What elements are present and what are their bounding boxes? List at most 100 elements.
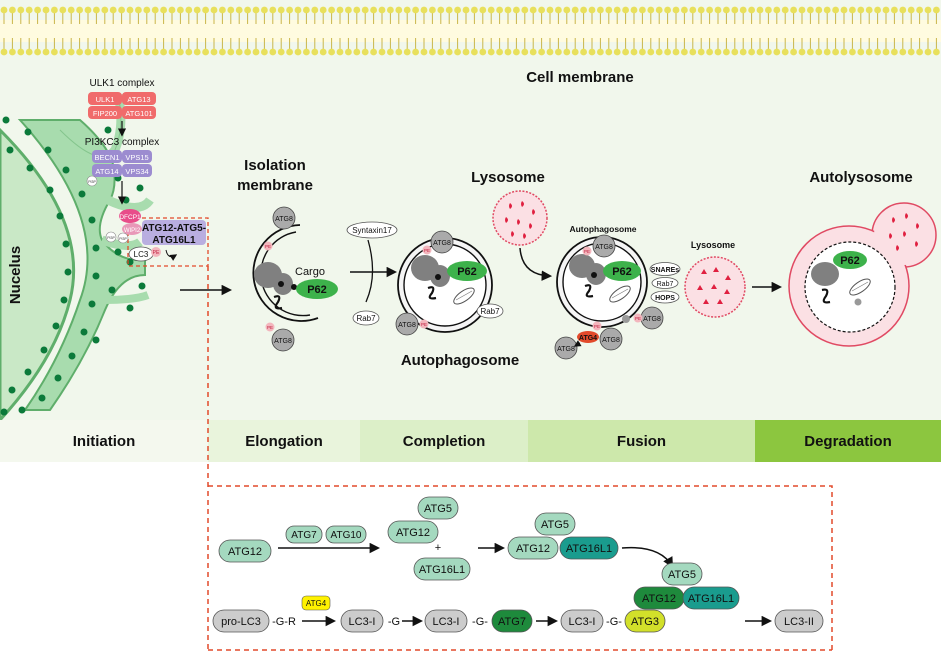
nucleus-label: Nucelus (7, 246, 24, 304)
conj-atg12-3: ATG12 (516, 543, 550, 555)
pi3kc3-complex: BECN1 VPS15 ATG14 VPS34 PI3P (86, 150, 152, 187)
conj-lc3-i-1: LC3-I (349, 616, 376, 628)
pi3p-label-2: PI3P (107, 236, 115, 240)
conj-g-dash-2: -G- (606, 616, 622, 628)
lysosome-enzyme-mark (523, 233, 526, 239)
stage-degradation (755, 420, 941, 462)
stage-initiation (0, 420, 208, 462)
nuclear-pore-dot (138, 282, 146, 290)
nuclear-pore-dot (114, 248, 122, 256)
lysosome-enzyme-mark (517, 219, 520, 225)
syntaxin17-label: Syntaxin17 (352, 226, 392, 235)
pe-lipid-2: PE (265, 244, 271, 249)
isolation-membrane-label-line2: membrane (237, 177, 313, 194)
conj-lc3-i-2: LC3-I (433, 616, 460, 628)
pe-lipid-7: PE (635, 316, 641, 321)
lysosome-label: Lysosome (471, 169, 545, 186)
nuclear-pore-dot (78, 190, 86, 198)
nuclear-pore-dot (38, 394, 46, 402)
atg13-protein: ATG13 (127, 95, 150, 104)
syntaxin-rab7-bracket (365, 239, 374, 303)
nuclear-pore-dot (92, 336, 100, 344)
becn1-protein: BECN1 (94, 153, 119, 162)
nuclear-pore-dot (0, 408, 8, 416)
cell-membrane-label: Cell membrane (526, 69, 634, 86)
stage-completion (360, 420, 528, 462)
autolysosome-label: Autolysosome (809, 169, 912, 186)
nuclear-pore-dot (126, 304, 134, 312)
nuclear-pore-dot (60, 296, 68, 304)
conj-pro-lc3: pro-LC3 (221, 616, 261, 628)
stage-label-degradation: Degradation (804, 433, 892, 450)
hops-label: HOPS (655, 295, 675, 302)
stage-label-initiation: Initiation (73, 433, 136, 450)
lysosome-enzymes (505, 201, 535, 239)
nuclear-pore-dot (122, 196, 130, 204)
isolation-membrane: Cargo P62 ATG8 PE ATG8 PE (252, 206, 338, 352)
nuclear-pore-dot (80, 328, 88, 336)
atg8-protein-1: ATG8 (275, 216, 293, 223)
conj-atg12-1: ATG12 (228, 546, 262, 558)
stage-fusion (528, 420, 755, 462)
nuclear-pore-dot (64, 268, 72, 276)
vps15-protein: VPS15 (125, 153, 148, 162)
lc3-protein: LC3 (134, 250, 149, 259)
conj-atg10: ATG10 (331, 530, 362, 541)
lysosome-enzyme-mark (724, 289, 730, 294)
lysosome-enzyme-mark (529, 223, 532, 229)
ulk1-complex-label: ULK1 complex (89, 78, 154, 89)
cytoplasm-background (0, 0, 941, 420)
lysosome-enzyme-mark (697, 285, 703, 290)
completion-to-fusion-arrow (519, 247, 553, 281)
nuclear-pore-dot (88, 216, 96, 224)
pi3p-label-3: PI3P (119, 237, 127, 241)
fusion-autophagosome: P62 ATG8 PE ATG8 PE ATG8 PE ATG4 ATG8 (554, 234, 664, 360)
atg12-atg5-label-line2: ATG16L1 (152, 235, 196, 246)
omegasome-complex: DFCP1 WIPI2 PI3P PI3P ATG12-ATG5- ATG16L… (105, 209, 206, 262)
atg8-protein-6: ATG8 (643, 316, 661, 323)
pe-lipid-6: PE (584, 249, 590, 254)
nuclear-pore-dot (108, 286, 116, 294)
conj-lc3-i-3: LC3-I (569, 616, 596, 628)
lysosome-enzyme-mark (915, 241, 918, 247)
pe-lipid-4: PE (424, 248, 430, 253)
conj-atg7-1: ATG7 (291, 530, 317, 541)
conj-atg12-2: ATG12 (396, 527, 430, 539)
lysosome-enzyme-mark (509, 203, 512, 209)
stage-label-elongation: Elongation (245, 433, 323, 450)
conj-atg12-4: ATG12 (642, 593, 676, 605)
cell-membrane-bilayer (0, 6, 941, 56)
lysosome-enzyme-mark (532, 209, 535, 215)
nuclear-pore-dot (6, 146, 14, 154)
syntaxin17 (346, 221, 398, 239)
lysosome-enzyme-mark (903, 231, 906, 237)
atg8-protein-2: ATG8 (274, 338, 292, 345)
p62-protein-2: P62 (457, 266, 477, 278)
nuclear-pore-dot (68, 352, 76, 360)
atg8-protein-4: ATG8 (398, 322, 416, 329)
conj-g-r: -G-R (272, 616, 296, 628)
pi3p-label-1: PI3P (88, 180, 96, 184)
conj-atg16l1-2: ATG16L1 (566, 543, 612, 555)
lysosome-enzyme-mark (511, 231, 514, 237)
cargo-label: Cargo (295, 266, 325, 278)
nuclear-pore-dot (62, 240, 70, 248)
p62-protein-4: P62 (840, 255, 860, 267)
nuclear-pore-dot (52, 322, 60, 330)
autophagosome: P62 ATG8 PE ATG8 PE Rab7 (395, 230, 504, 336)
atg8-protein-5: ATG8 (595, 244, 613, 251)
conj-atg16l1-1: ATG16L1 (419, 564, 465, 576)
lysosome-enzyme-mark (896, 245, 899, 251)
lysosome-enzyme-mark (711, 284, 717, 289)
lysosome-enzyme-mark (725, 275, 731, 280)
atg14-protein: ATG14 (95, 167, 118, 176)
conj-atg5-3: ATG5 (668, 569, 696, 581)
pe-lipid-3: PE (267, 325, 273, 330)
nuclear-pore-dot (88, 300, 96, 308)
rab7-label-1: Rab7 (356, 314, 376, 323)
conj-atg3: ATG3 (631, 616, 659, 628)
isolation-membrane-label-line1: Isolation (244, 157, 306, 174)
atg8-protein-3: ATG8 (433, 240, 451, 247)
